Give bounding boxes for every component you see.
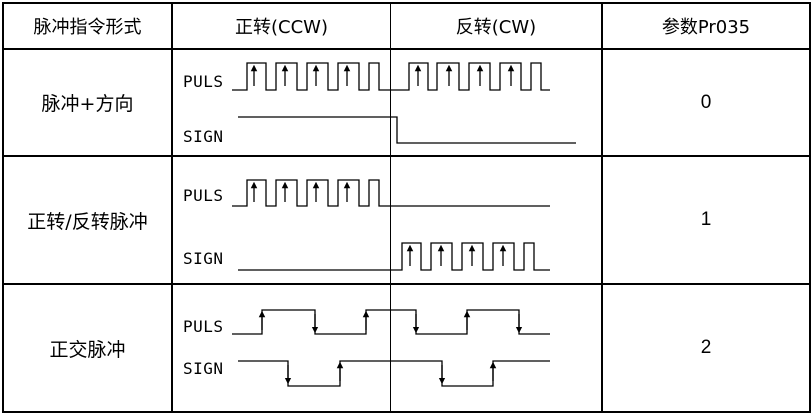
- header-reverse-cw: 反转(CW): [455, 17, 537, 38]
- signal-label-puls: PULS: [183, 72, 224, 91]
- signal-label-puls: PULS: [183, 186, 224, 205]
- signal-label-puls: PULS: [183, 317, 224, 336]
- table-border-left: [2, 2, 4, 413]
- signal-label-sign: SIGN: [183, 127, 224, 146]
- header-parameter-pr035: 参数Pr035: [661, 17, 751, 38]
- header-divider: [2, 48, 811, 50]
- signal-label-sign: SIGN: [183, 249, 224, 268]
- column-divider-2: [390, 2, 391, 413]
- row1-puls-waveform: [232, 62, 550, 91]
- row-value-2: 2: [700, 337, 712, 358]
- column-divider-3: [601, 2, 603, 413]
- table-border-right: [809, 2, 811, 413]
- header-pulse-command-form: 脉冲指令形式: [33, 17, 142, 38]
- row-value-0: 0: [700, 91, 712, 113]
- row-name-forward-reverse-pulse: 正转/反转脉冲: [27, 210, 148, 233]
- row3-puls-arrows: [258, 310, 523, 334]
- signal-label-sign: SIGN: [183, 359, 224, 378]
- row3-sign-arrows: [284, 361, 497, 385]
- row2-puls-arrows: [250, 181, 351, 202]
- row-name-pulse-direction: 脉冲+方向: [41, 93, 134, 115]
- row2-sign-arrows: [406, 244, 507, 266]
- row-name-quadrature-pulse: 正交脉冲: [49, 338, 126, 361]
- row3-puls-waveform: [232, 309, 550, 335]
- row1-puls-arrows: [250, 64, 515, 86]
- row2-puls-waveform: [232, 179, 550, 207]
- header-forward-ccw: 正转(CCW): [235, 17, 328, 38]
- row-divider-1: [2, 155, 811, 157]
- row2-sign-waveform: [238, 242, 550, 271]
- table-border-bottom: [2, 411, 811, 413]
- column-divider-1: [171, 2, 173, 413]
- row-value-1: 1: [700, 209, 712, 230]
- row3-sign-waveform: [238, 360, 550, 387]
- row1-sign-waveform: [238, 116, 576, 144]
- table-border-top: [2, 2, 811, 4]
- row-divider-2: [2, 283, 811, 285]
